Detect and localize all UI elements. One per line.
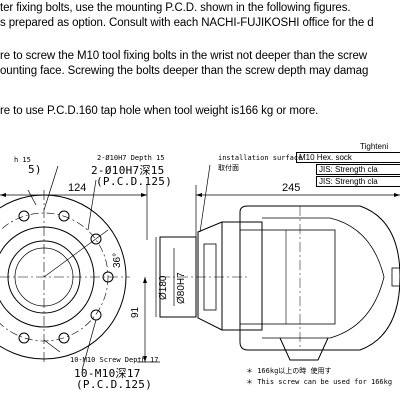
note-screw-en: ＊ This screw can be used for 166kg xyxy=(246,378,393,386)
dim-124: 124 xyxy=(68,182,87,194)
hole-spec-en: 2-Ø10H7 Depth 15 xyxy=(97,154,165,162)
wrist-drum xyxy=(239,205,400,351)
install-surface-jp: 取付面 xyxy=(218,164,239,172)
wrist-body-left xyxy=(197,221,263,331)
dim-dia-80: Ø80H7 xyxy=(176,272,187,304)
hole-pcd: (P.C.D.125) xyxy=(96,175,173,188)
dim-91: 91 xyxy=(130,306,141,318)
depth-label-left: h 15 xyxy=(14,156,31,164)
screw-spec-jp: 10-M10深17 xyxy=(74,367,141,380)
torque-table-subtitle: M10 Hex. sock xyxy=(296,152,400,163)
torque-table-title: Tighteni xyxy=(360,142,389,151)
torque-table: Tighteni M10 Hex. sock JIS: Strength cla… xyxy=(296,142,400,194)
screw-spec-en: 10-M10 Screw Depth 17 xyxy=(70,356,159,364)
note-line-1: ter fixing bolts, use the mounting P.C.D… xyxy=(0,2,351,14)
hole-spec-jp: 2-Ø10H7深15 xyxy=(91,164,165,177)
note-line-4: ounting face. Screwing the bolts deeper … xyxy=(0,65,369,77)
torque-table-row-1: JIS: Strength cla xyxy=(316,164,400,175)
install-surface-en: installation surface xyxy=(218,154,303,162)
note-weight-jp: ＊ 166kg以上の時 使用す xyxy=(246,367,332,375)
note-line-2: s prepared as option. Consult with each … xyxy=(0,17,374,29)
torque-table-row-2: JIS: Strength cla xyxy=(316,176,400,187)
dim-dia-180: Ø180 xyxy=(158,275,169,300)
dim-36-deg: 36° xyxy=(112,252,123,268)
pcd-paren-left: 5) xyxy=(28,163,42,176)
note-line-3: re to screw the M10 tool fixing bolts in… xyxy=(0,50,367,62)
note-line-5: re to use P.C.D.160 tap hole when tool w… xyxy=(0,105,319,117)
screw-pcd: (P.C.D.125) xyxy=(76,378,153,391)
dim-245: 245 xyxy=(282,182,301,194)
